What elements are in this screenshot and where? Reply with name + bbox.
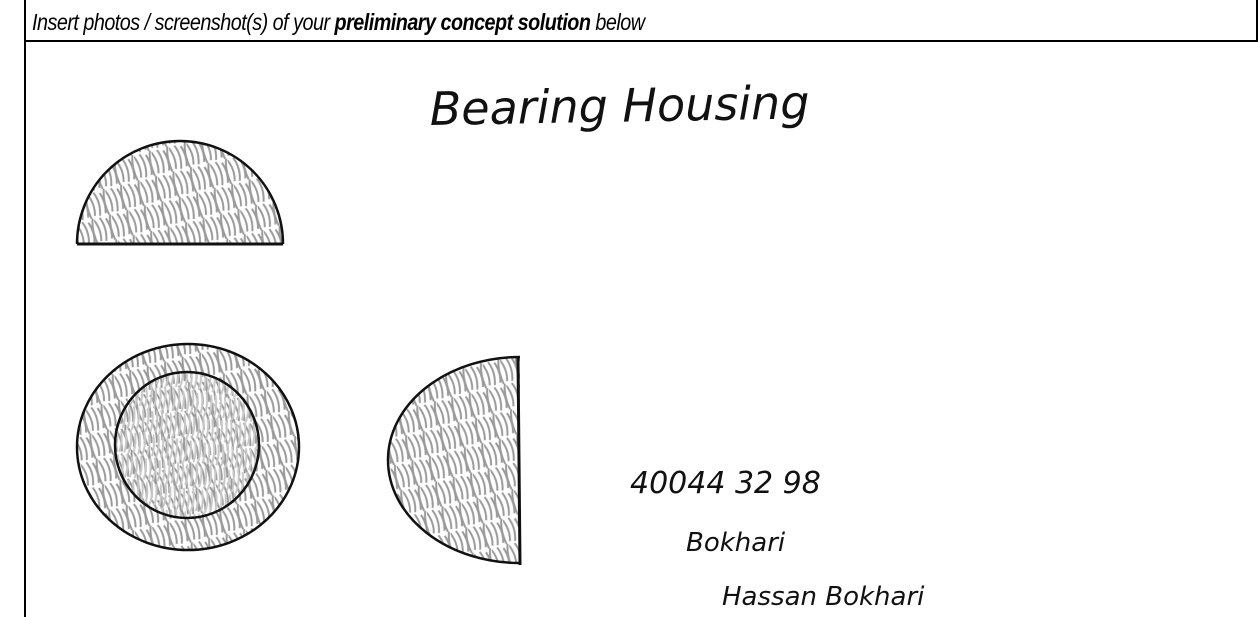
concept-sketch-image: Bearing Housing 40044 32 98 bbox=[75, 75, 925, 612]
half-disc-view bbox=[386, 355, 522, 566]
full-name: Hassan Bokhari bbox=[722, 582, 925, 612]
sketch-title: Bearing Housing bbox=[429, 75, 810, 136]
instruction-prefix: Insert photos / screenshot(s) of your bbox=[32, 9, 335, 35]
table-header-row: Insert photos / screenshot(s) of your pr… bbox=[24, 0, 1258, 42]
instruction-suffix: below bbox=[590, 9, 645, 35]
ring-view bbox=[75, 342, 301, 552]
semicircle-view bbox=[75, 139, 285, 246]
signature: Bokhari bbox=[686, 528, 786, 558]
instruction-emphasis: preliminary concept solution bbox=[334, 9, 591, 35]
sketch-cell: Bearing Housing 40044 32 98 bbox=[24, 42, 1258, 617]
instruction-text: Insert photos / screenshot(s) of your pr… bbox=[32, 9, 645, 36]
student-id: 40044 32 98 bbox=[630, 466, 821, 501]
